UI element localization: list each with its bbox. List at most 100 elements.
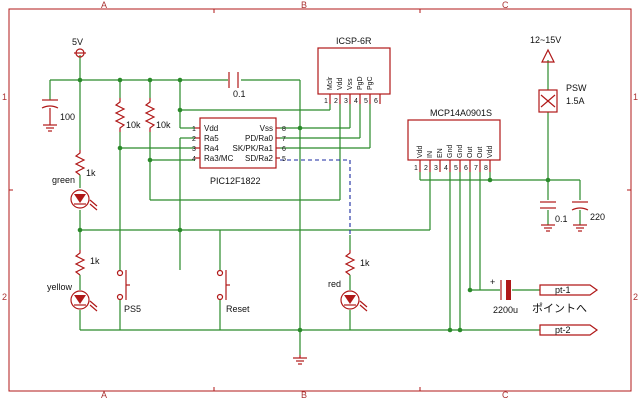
icsp-pin-5-num: 5 — [364, 98, 368, 105]
pic-right-pin-3-label: SK/PK/Ra1 — [233, 144, 274, 153]
cap-top: 0.1 — [228, 72, 246, 99]
icsp-title: ICSP-6R — [336, 36, 372, 46]
pic-name: PIC12F1822 — [210, 176, 261, 186]
frame-row-1-right: 1 — [633, 92, 638, 102]
icsp-pin-3-num: 3 — [344, 98, 348, 105]
pic-left-pin-1-label: Vdd — [204, 124, 218, 133]
resistor-green: 1k — [74, 150, 96, 178]
resistor-r1-label: 10k — [126, 120, 141, 130]
cap-top-label: 0.1 — [233, 89, 246, 99]
mcp-pin-2-num: 2 — [424, 165, 428, 172]
cap-2200-label: 2200u — [493, 305, 518, 315]
power-vin-label: 12~15V — [530, 35, 561, 45]
icsp-pin-1-num: 1 — [324, 98, 328, 105]
ground-icon — [573, 224, 587, 232]
resistor-yellow: 1k — [74, 250, 100, 276]
pic-left-pin-1-num: 1 — [192, 126, 196, 133]
resistor-green-label: 1k — [86, 168, 96, 178]
mcp-pin-3-num: 3 — [434, 165, 438, 172]
icsp-pin-4-num: 4 — [354, 98, 358, 105]
resistor-red: 1k — [344, 250, 370, 276]
led-yellow-label: yellow — [47, 282, 73, 292]
junctions — [77, 77, 551, 333]
mcp-name: MCP14A0901S — [430, 108, 492, 118]
cap-100: 100 — [41, 99, 75, 132]
mcp-pin-6-label: Out — [467, 147, 474, 158]
ground-symbols — [293, 224, 587, 365]
resistor-r2-label: 10k — [156, 120, 171, 130]
pic-right-pin-2-num: 7 — [282, 136, 286, 143]
psw-label: PSW — [566, 83, 587, 93]
mcp-pin-1-num: 1 — [414, 165, 418, 172]
pic-left-pin-3-label: Ra4 — [204, 144, 219, 153]
ground-icon — [541, 224, 555, 232]
mcp-pin-4-label: Gnd — [447, 145, 454, 158]
pic-right-pin-1-label: Vss — [260, 124, 273, 133]
icsp-pin-6-num: 6 — [374, 98, 378, 105]
resistor-r1: 10k — [114, 98, 141, 132]
switch-ps5-label: PS5 — [124, 304, 141, 314]
cap-2200: + 2200u — [490, 277, 518, 315]
frame-row-2-left: 2 — [2, 292, 7, 302]
psw-rating: 1.5A — [566, 96, 585, 106]
frame-col-c-bottom: C — [502, 390, 509, 400]
ground-icon — [293, 355, 307, 365]
mcp-pin-5-num: 5 — [454, 165, 458, 172]
pic-left-pin-2-num: 2 — [192, 136, 196, 143]
mcp-chip: MCP14A0901S Vdd1IN2EN3Gnd4Gnd5Out6Out7Vd… — [407, 108, 501, 172]
resistor-red-label: 1k — [360, 258, 370, 268]
connector-pt2-label: pt-2 — [555, 325, 571, 335]
led-green: green — [52, 175, 98, 211]
cap-01b-label: 0.1 — [555, 214, 568, 224]
cap-100-label: 100 — [60, 112, 75, 122]
mcp-pin-2-label: IN — [427, 151, 434, 158]
frame-col-a-bottom: A — [101, 390, 107, 400]
pic-left-pin-3-num: 3 — [192, 146, 196, 153]
switch-reset-label: Reset — [226, 304, 250, 314]
icsp-pin-4-label: PgD — [357, 76, 364, 90]
mcp-pin-7-num: 7 — [474, 165, 478, 172]
icsp-pin-1-label: Mclr — [327, 76, 334, 90]
cap-2200-plus: + — [490, 277, 495, 287]
mcp-pin-1-label: Vdd — [417, 145, 424, 158]
mcp-pin-7-label: Out — [477, 147, 484, 158]
icsp-pin-5-label: PgC — [367, 76, 374, 90]
frame-col-b-top: B — [301, 0, 307, 10]
pic-left-pin-4-num: 4 — [192, 156, 196, 163]
pic-right-pin-4-label: SD/Ra2 — [245, 154, 274, 163]
power-5v-label: 5V — [72, 37, 83, 47]
mcp-pin-4-num: 4 — [444, 165, 448, 172]
resistor-r2: 10k — [144, 98, 171, 132]
led-red-label: red — [328, 279, 341, 289]
ra2-dashed-net — [280, 159, 351, 235]
connector-pt1-label: pt-1 — [555, 285, 571, 295]
pic-right-pin-3-num: 6 — [282, 146, 286, 153]
note-label: ポイントへ — [532, 302, 587, 315]
pic-right-pin-4-num: 5 — [282, 156, 286, 163]
pic-right-pin-1-num: 8 — [282, 126, 286, 133]
icsp-pin-2-num: 2 — [334, 98, 338, 105]
frame-col-a-top: A — [101, 0, 107, 10]
power-vin-symbol: 12~15V — [530, 35, 561, 63]
connector-pt1: pt-1 — [539, 284, 599, 296]
frame-row-1-left: 1 — [2, 92, 7, 102]
led-yellow: yellow — [47, 282, 98, 312]
connector-pt2: pt-2 — [539, 324, 599, 336]
switch-reset: Reset — [216, 269, 250, 314]
pic-right-pin-2-label: PD/Ra0 — [245, 134, 274, 143]
cap-01b: 0.1 — [540, 201, 568, 224]
led-green-label: green — [52, 175, 75, 185]
frame-col-b-bottom: B — [301, 390, 307, 400]
resistor-yellow-label: 1k — [90, 256, 100, 266]
cap-220-label: 220 — [590, 212, 605, 222]
mcp-pin-6-num: 6 — [464, 165, 468, 172]
icsp-pin-2-label: Vdd — [337, 77, 344, 90]
mcp-pin-8-label: Vdd — [487, 145, 494, 158]
power-5v-symbol: 5V — [72, 37, 86, 58]
pic-left-pin-2-label: Ra5 — [204, 134, 219, 143]
psw-fuse: PSW 1.5A — [538, 83, 587, 113]
